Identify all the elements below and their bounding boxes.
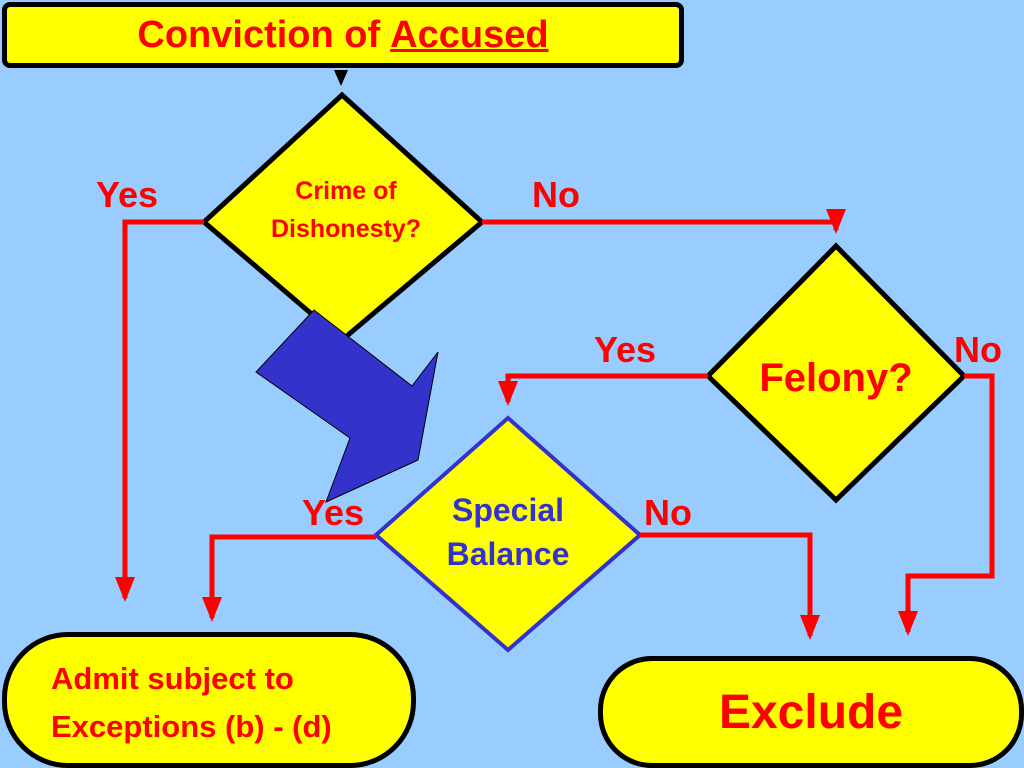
connector-special-yes <box>202 534 376 623</box>
special-decision-label: Special Balance <box>446 492 570 572</box>
edge-label-crime-no: No <box>532 174 580 215</box>
title-prefix: Conviction of <box>137 13 381 56</box>
connector-felony-no <box>898 373 995 637</box>
title-connector-arrow <box>334 70 348 86</box>
connector-crime-no <box>482 209 846 235</box>
edge-label-felony-no: No <box>954 329 1002 370</box>
admit-outcome-box: Admit subject to Exceptions (b) - (d) <box>2 632 416 768</box>
felony-decision-label: Felony? <box>759 356 913 400</box>
admit-outcome-label: Admit subject to Exceptions (b) - (d) <box>51 661 332 744</box>
decision-diamond-felony <box>704 242 968 504</box>
edge-label-crime-yes: Yes <box>96 174 159 215</box>
decision-diamond-special <box>372 415 644 653</box>
crime-decision-label: Crime of Dishonesty? <box>270 177 422 243</box>
edge-label-felony-yes: Yes <box>594 329 657 370</box>
callout-arrow <box>255 309 439 503</box>
connector-felony-yes <box>498 373 708 407</box>
exclude-outcome-box: Exclude <box>598 656 1024 768</box>
title-emphasis: Accused <box>390 13 549 56</box>
edge-label-special-yes: Yes <box>302 492 365 533</box>
connector-crime-yes <box>115 219 204 603</box>
edge-label-special-no: No <box>644 492 692 533</box>
connector-special-no <box>640 532 820 641</box>
exclude-outcome-label: Exclude <box>718 685 904 739</box>
